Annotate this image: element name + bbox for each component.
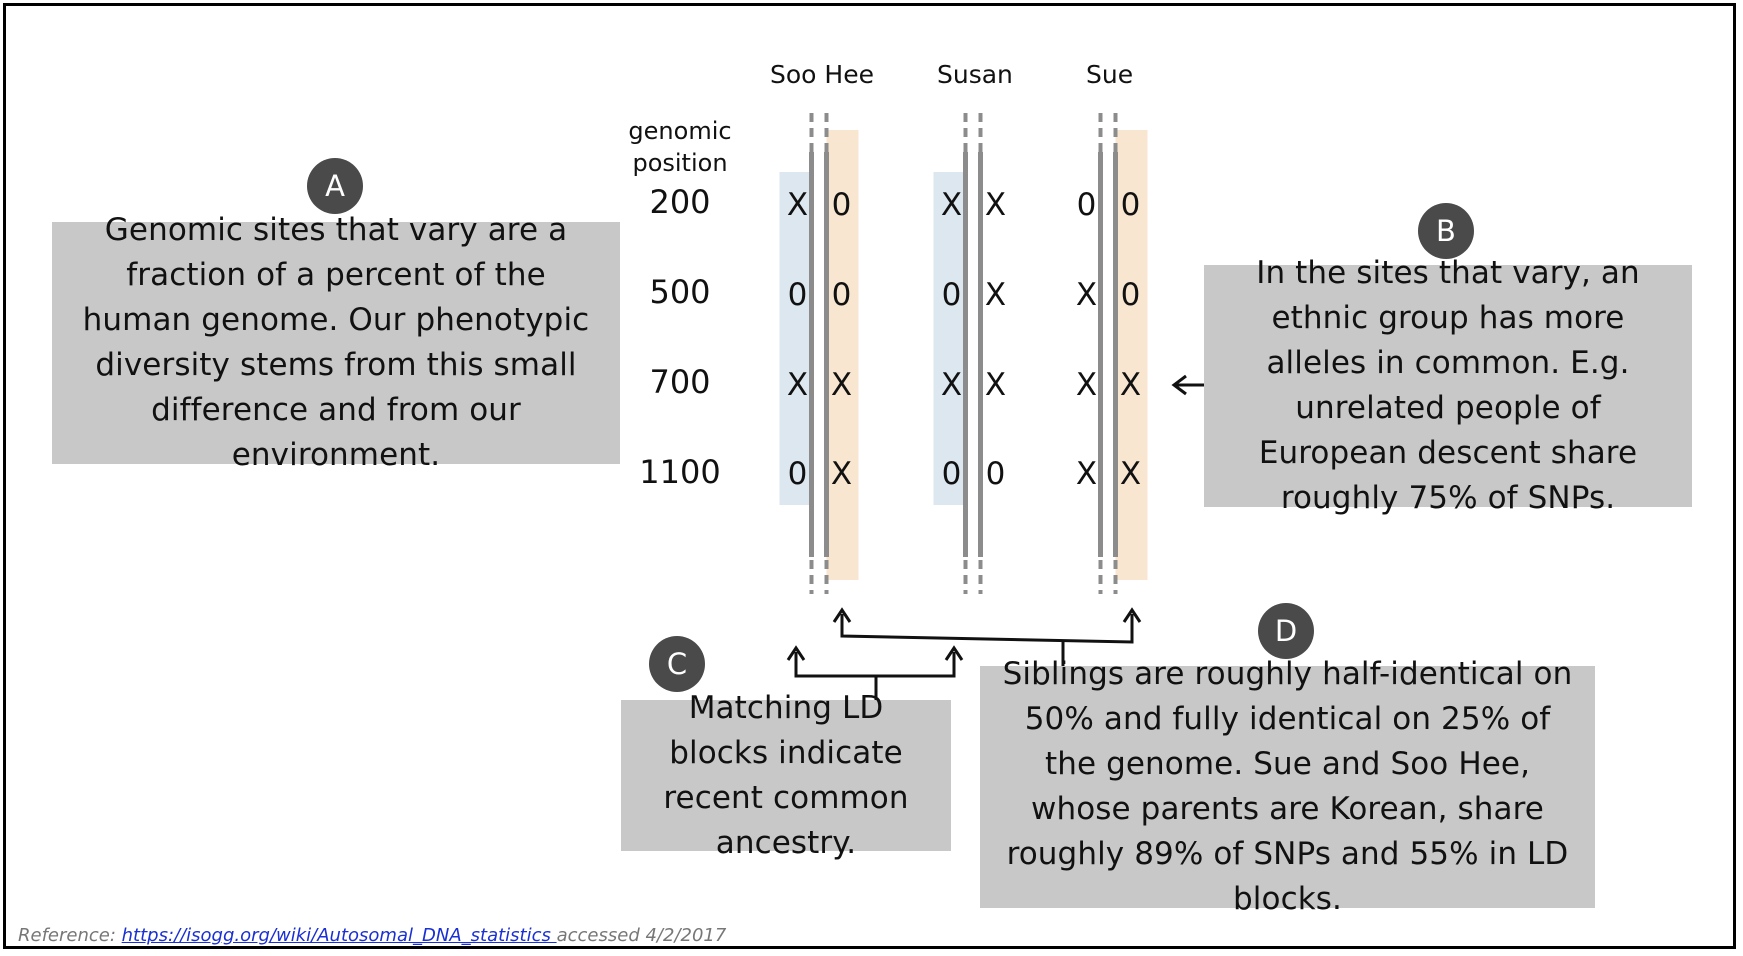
- allele-left: X: [941, 367, 962, 403]
- note-text-c: Matching LD blocks indicate recent commo…: [663, 689, 909, 861]
- note-text-d: Siblings are roughly half-identical on 5…: [1002, 656, 1573, 917]
- allele-right: X: [831, 456, 852, 492]
- reference-line: Reference: https://isogg.org/wiki/Autoso…: [18, 925, 726, 946]
- note-box-a: Genomic sites that vary are a fraction o…: [52, 212, 620, 473]
- badge-c: C: [649, 636, 705, 692]
- note-box-b: In the sites that vary, an ethnic group …: [1204, 255, 1692, 516]
- allele-left: X: [787, 367, 808, 403]
- arrow-c-left: [786, 645, 806, 661]
- arrow-d-right: [1122, 607, 1142, 623]
- highlight-left-1: [933, 172, 966, 505]
- connector-c: [794, 652, 956, 678]
- position-label: 200: [649, 183, 711, 221]
- allele-left: 0: [788, 456, 808, 492]
- badge-d: D: [1258, 603, 1314, 659]
- allele-right: X: [1120, 456, 1141, 492]
- position-label: 700: [649, 363, 711, 401]
- name-soo-hee: Soo Hee: [770, 60, 874, 89]
- allele-right: 0: [1121, 187, 1141, 223]
- reference-suffix: accessed 4/2/2017: [556, 925, 727, 946]
- name-susan: Susan: [937, 60, 1013, 89]
- allele-left: X: [1076, 277, 1097, 313]
- position-header: genomic position: [610, 115, 750, 179]
- allele-left: X: [1076, 367, 1097, 403]
- allele-right: 0: [832, 187, 852, 223]
- arrow-d-left: [832, 607, 852, 623]
- reference-link[interactable]: https://isogg.org/wiki/Autosomal_DNA_sta…: [121, 925, 557, 946]
- allele-right: 0: [832, 277, 852, 313]
- allele-right: X: [985, 277, 1006, 313]
- highlight-right-0: [826, 130, 859, 580]
- allele-right: X: [831, 367, 852, 403]
- name-sue: Sue: [1086, 60, 1134, 89]
- note-text-b: In the sites that vary, an ethnic group …: [1256, 255, 1640, 516]
- allele-left: 0: [788, 277, 808, 313]
- note-text-a: Genomic sites that vary are a fraction o…: [82, 212, 590, 473]
- badge-b: B: [1418, 203, 1474, 259]
- allele-right: X: [985, 187, 1006, 223]
- allele-right: 0: [1121, 277, 1141, 313]
- position-label: 1100: [639, 453, 721, 491]
- connector-d: [840, 614, 1134, 644]
- arrow-b-head: [1171, 374, 1187, 396]
- allele-left: X: [941, 187, 962, 223]
- allele-left: 0: [1077, 187, 1097, 223]
- reference-prefix: Reference:: [18, 925, 122, 946]
- position-header-line-1: genomic: [628, 117, 732, 145]
- allele-left: X: [1076, 456, 1097, 492]
- allele-right: X: [1120, 367, 1141, 403]
- figure-frame: [3, 3, 1736, 949]
- highlight-left-0: [779, 172, 812, 505]
- position-label: 500: [649, 273, 711, 311]
- highlight-right-2: [1115, 130, 1148, 580]
- arrow-c-right: [944, 645, 964, 661]
- position-header-line-2: position: [632, 149, 728, 177]
- allele-right: X: [985, 367, 1006, 403]
- allele-left: X: [787, 187, 808, 223]
- allele-right: 0: [986, 456, 1006, 492]
- note-box-d: Siblings are roughly half-identical on 5…: [980, 656, 1595, 917]
- badge-a: A: [307, 158, 363, 214]
- allele-left: 0: [942, 456, 962, 492]
- note-box-c: Matching LD blocks indicate recent commo…: [621, 690, 951, 861]
- allele-left: 0: [942, 277, 962, 313]
